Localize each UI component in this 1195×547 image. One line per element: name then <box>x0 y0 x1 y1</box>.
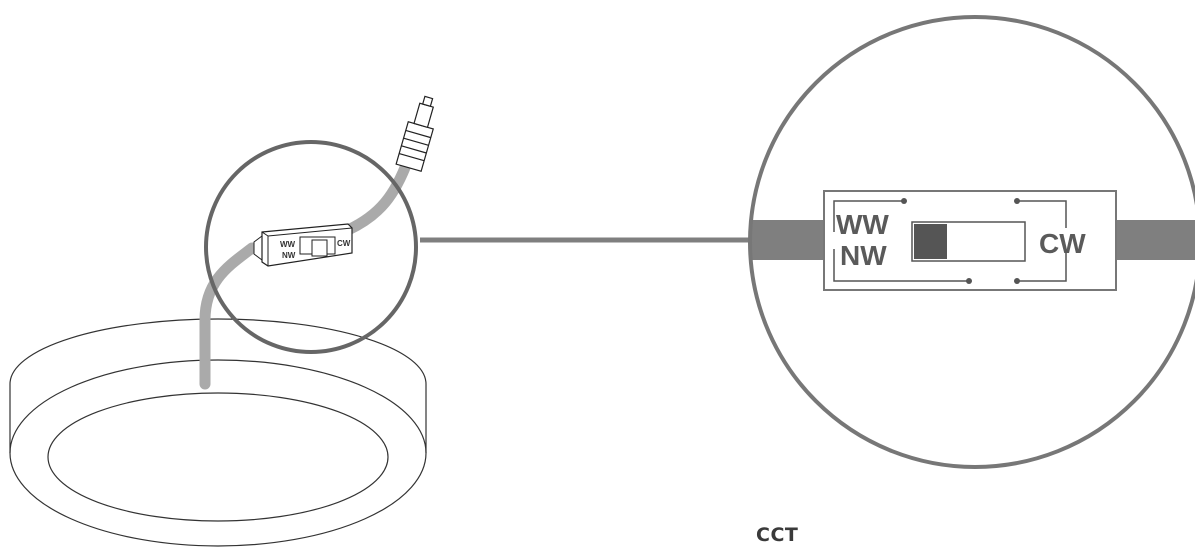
small-switch-left-cap <box>253 235 263 261</box>
fixture-top-edge <box>9 318 427 385</box>
small-switch-knob <box>311 239 328 257</box>
large-cable-right <box>1116 220 1195 260</box>
fixture-lens <box>47 392 389 522</box>
small-label-cw: CW <box>337 239 351 248</box>
large-label-ww: WW <box>836 209 889 240</box>
switch-contacts <box>901 198 1020 284</box>
downlight-fixture <box>9 318 427 547</box>
large-switch-box: WW NW CW <box>823 190 1117 291</box>
fixture-cable-upper <box>342 154 414 236</box>
large-label-cw: CW <box>1039 228 1086 259</box>
large-magnifier-circle <box>748 15 1195 469</box>
small-label-nw: NW <box>282 251 296 260</box>
dc-plug <box>395 95 435 173</box>
small-magnifier-circle <box>204 140 418 354</box>
small-label-ww: WW <box>280 240 296 249</box>
large-switch-knob <box>914 224 947 259</box>
fixture-rim <box>9 359 427 547</box>
large-label-nw: NW <box>840 240 887 271</box>
cct-caption: CCT <box>756 524 799 546</box>
fixture-cable-lower <box>199 242 258 390</box>
switch-wiring <box>833 200 1067 282</box>
small-switch-box: WW NW CW <box>253 223 353 267</box>
large-cable-left <box>752 220 824 260</box>
